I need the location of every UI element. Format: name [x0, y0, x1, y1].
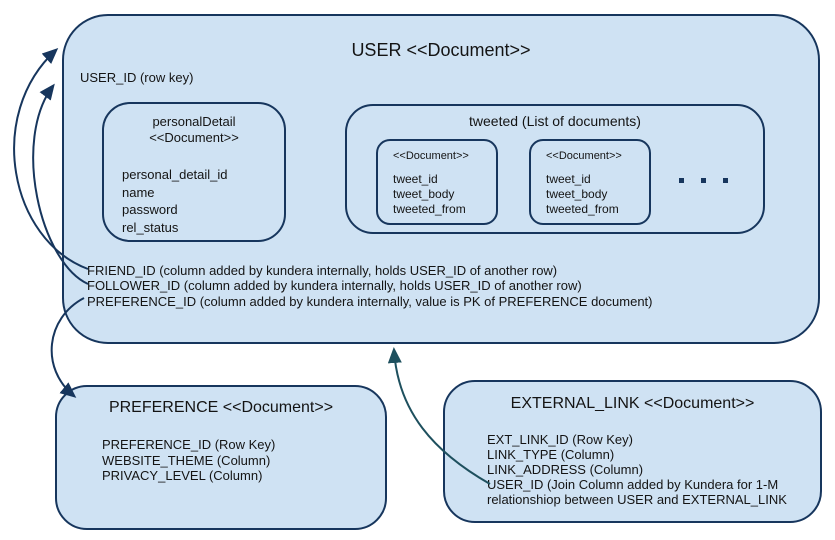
tweet-doc2-fields: tweet_id tweet_body tweeted_from: [546, 172, 619, 217]
column-follower-id: FOLLOWER_ID (column added by kundera int…: [87, 278, 582, 294]
field-tweet-body: tweet_body: [393, 187, 455, 201]
ellipsis-dot: [679, 178, 684, 183]
user-box-title: USER <<Document>>: [351, 40, 531, 60]
field-user-id-join-line1: USER_ID (Join Column added by Kundera fo…: [487, 477, 779, 492]
personal-detail-document-box: personalDetail <<Document>> personal_det…: [102, 102, 286, 242]
field-personal-detail-id: personal_detail_id: [122, 167, 228, 182]
field-ext-link-id: EXT_LINK_ID (Row Key): [487, 432, 633, 447]
field-password: password: [122, 202, 178, 217]
tweet-doc1-fields: tweet_id tweet_body tweeted_from: [393, 172, 466, 217]
tweet-doc2-label: <<Document>>: [546, 150, 622, 162]
user-internal-columns: FRIEND_ID (column added by kundera inter…: [87, 263, 653, 309]
personal-detail-fields: personal_detail_id name password rel_sta…: [122, 166, 228, 236]
tweeted-title: tweeted (List of documents): [469, 113, 641, 129]
user-row-key-label: USER_ID (row key): [80, 70, 194, 85]
external-link-document-box: EXTERNAL_LINK <<Document>> EXT_LINK_ID (…: [443, 380, 822, 523]
field-rel-status: rel_status: [122, 219, 179, 235]
field-tweet-id: tweet_id: [393, 172, 438, 186]
field-privacy-level: PRIVACY_LEVEL (Column): [102, 468, 263, 483]
personal-detail-title: personalDetail <<Document>>: [104, 114, 284, 146]
field-link-address: LINK_ADDRESS (Column): [487, 462, 644, 477]
ellipsis-dot: [723, 178, 728, 183]
ellipsis-dot: [701, 178, 706, 183]
external-link-box-title: EXTERNAL_LINK <<Document>>: [510, 395, 755, 412]
field-website-theme: WEBSITE_THEME (Column): [102, 452, 271, 468]
tweet-document-box-1: <<Document>> tweet_id tweet_body tweeted…: [376, 139, 498, 225]
field-name: name: [122, 184, 155, 200]
user-document-box: USER <<Document>> USER_ID (row key) pers…: [62, 14, 820, 344]
field-preference-id: PREFERENCE_ID (Row Key): [102, 437, 276, 452]
preference-box-title: PREFERENCE <<Document>>: [108, 399, 334, 416]
field-tweet-id: tweet_id: [546, 172, 591, 186]
field-link-type: LINK_TYPE (Column): [487, 447, 615, 462]
field-user-id-join-line2: relationshiop between USER and EXTERNAL_…: [487, 492, 787, 507]
tweet-document-box-2: <<Document>> tweet_id tweet_body tweeted…: [529, 139, 651, 225]
tweet-doc1-label: <<Document>>: [393, 150, 469, 162]
personal-detail-title-line1: personalDetail: [152, 114, 236, 129]
field-tweeted-from: tweeted_from: [546, 202, 619, 216]
field-tweet-body: tweet_body: [546, 187, 608, 201]
external-link-fields: EXT_LINK_ID (Row Key) LINK_TYPE (Column)…: [487, 432, 787, 507]
preference-document-box: PREFERENCE <<Document>> PREFERENCE_ID (R…: [55, 385, 387, 530]
more-documents-ellipsis-icon: [679, 178, 728, 183]
tweeted-list-box: tweeted (List of documents) <<Document>>…: [345, 104, 765, 234]
preference-fields: PREFERENCE_ID (Row Key) WEBSITE_THEME (C…: [102, 437, 275, 484]
column-preference-id: PREFERENCE_ID (column added by kundera i…: [87, 293, 653, 309]
field-tweeted-from: tweeted_from: [393, 202, 466, 216]
column-friend-id: FRIEND_ID (column added by kundera inter…: [87, 263, 558, 278]
personal-detail-title-line2: <<Document>>: [149, 130, 239, 145]
